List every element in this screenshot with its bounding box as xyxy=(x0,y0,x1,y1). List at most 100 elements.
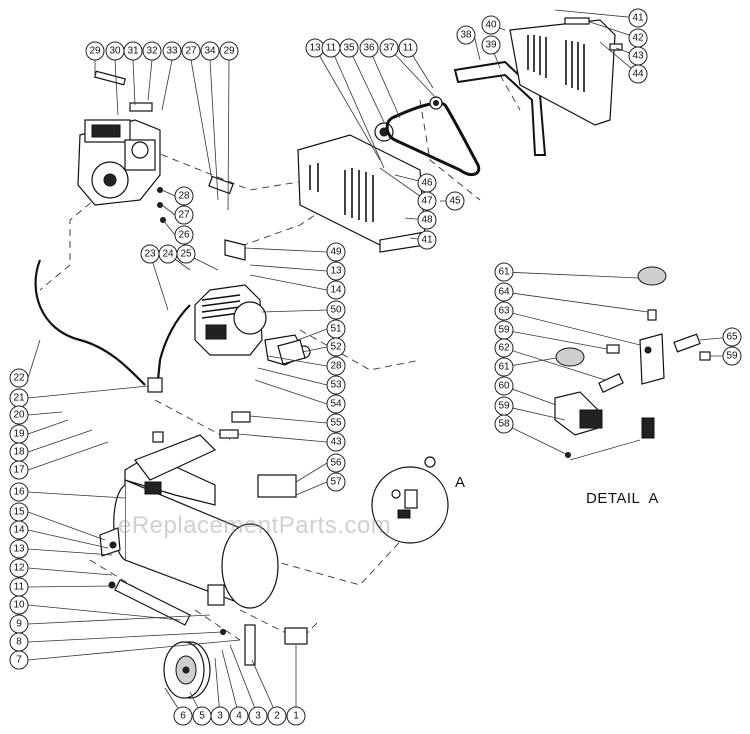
callout-top-left-row: 29 30 31 32 33 27 34 29 xyxy=(85,41,239,61)
callout-37: 37 xyxy=(379,38,399,58)
callout-26: 26 xyxy=(174,225,194,245)
callout-25: 25 xyxy=(176,244,196,264)
engine xyxy=(77,119,161,206)
svg-text:1: 1 xyxy=(293,711,299,722)
callout-13b: 13 xyxy=(9,539,29,559)
callout-52: 52 xyxy=(326,337,346,357)
svg-text:35: 35 xyxy=(343,43,355,54)
callout-41b: 41 xyxy=(417,230,437,250)
callout-3b: 3 xyxy=(248,706,268,726)
svg-text:59: 59 xyxy=(498,401,510,412)
wheel xyxy=(163,624,256,699)
svg-text:51: 51 xyxy=(330,324,342,335)
svg-text:6: 6 xyxy=(180,711,186,722)
svg-text:25: 25 xyxy=(180,249,192,260)
callout-23: 23 xyxy=(140,244,160,264)
svg-text:34: 34 xyxy=(204,46,216,57)
callout-35: 35 xyxy=(339,38,359,58)
callout-59a: 59 xyxy=(494,320,514,340)
svg-text:17: 17 xyxy=(13,465,25,476)
callout-11a: 11 xyxy=(9,577,29,597)
callout-29a: 29 xyxy=(85,41,105,61)
callout-50: 50 xyxy=(326,300,346,320)
callout-8: 8 xyxy=(9,632,29,652)
svg-text:43: 43 xyxy=(632,51,644,62)
callout-47: 47 xyxy=(417,191,437,211)
callout-54: 54 xyxy=(326,394,346,414)
callout-63: 63 xyxy=(494,301,514,321)
callout-40: 40 xyxy=(481,15,501,35)
callout-7: 7 xyxy=(9,650,29,670)
svg-text:13: 13 xyxy=(13,544,25,555)
callout-17: 17 xyxy=(9,460,29,480)
svg-text:3: 3 xyxy=(217,711,223,722)
callout-39: 39 xyxy=(481,35,501,55)
leader-lines xyxy=(27,9,733,717)
svg-text:42: 42 xyxy=(632,33,644,44)
callout-48: 48 xyxy=(417,210,437,230)
svg-text:29: 29 xyxy=(223,46,235,57)
svg-text:40: 40 xyxy=(485,20,497,31)
svg-text:41: 41 xyxy=(421,235,433,246)
callout-28b: 28 xyxy=(326,356,346,376)
svg-text:63: 63 xyxy=(498,306,510,317)
callout-12: 12 xyxy=(9,558,29,578)
callout-33: 33 xyxy=(162,41,182,61)
callout-24: 24 xyxy=(158,244,178,264)
callout-29b: 29 xyxy=(219,41,239,61)
callout-13a: 13 xyxy=(326,261,346,281)
svg-text:37: 37 xyxy=(383,43,395,54)
svg-text:31: 31 xyxy=(127,46,139,57)
drive-belt xyxy=(385,96,481,177)
svg-text:18: 18 xyxy=(13,447,25,458)
svg-text:11: 11 xyxy=(403,43,414,54)
callout-20: 20 xyxy=(9,405,29,425)
svg-text:26: 26 xyxy=(178,230,190,241)
callout-detail-a: 61 64 63 59 62 61 60 59 58 65 59 xyxy=(494,262,742,434)
svg-text:16: 16 xyxy=(13,487,25,498)
assembly-dashed-lines xyxy=(39,74,521,641)
callout-30: 30 xyxy=(105,41,125,61)
callout-14a: 14 xyxy=(326,280,346,300)
svg-text:22: 22 xyxy=(13,373,25,384)
svg-text:30: 30 xyxy=(109,46,121,57)
callout-16: 16 xyxy=(9,482,29,502)
svg-text:62: 62 xyxy=(498,343,510,354)
air-tank xyxy=(99,434,279,626)
callout-27b: 27 xyxy=(174,205,194,225)
small-parts xyxy=(93,70,308,645)
callout-61b: 61 xyxy=(494,357,514,377)
svg-text:13: 13 xyxy=(309,43,321,54)
svg-text:61: 61 xyxy=(498,267,510,278)
svg-text:56: 56 xyxy=(330,458,342,469)
callout-59b: 59 xyxy=(494,396,514,416)
callout-4: 4 xyxy=(229,706,249,726)
svg-text:48: 48 xyxy=(421,215,433,226)
svg-text:27: 27 xyxy=(178,210,190,221)
svg-text:54: 54 xyxy=(330,399,342,410)
detail-a-parts xyxy=(554,266,711,458)
svg-text:41: 41 xyxy=(632,13,644,24)
svg-text:59: 59 xyxy=(498,325,510,336)
svg-text:14: 14 xyxy=(330,285,342,296)
svg-text:14: 14 xyxy=(13,525,25,536)
svg-text:57: 57 xyxy=(330,477,342,488)
callout-65: 65 xyxy=(722,327,742,347)
callout-left-column: 22 21 20 19 18 17 16 15 14 13 12 11 10 9… xyxy=(9,368,29,670)
svg-text:33: 33 xyxy=(166,46,178,57)
callout-57: 57 xyxy=(326,472,346,492)
svg-text:3: 3 xyxy=(255,711,261,722)
svg-text:4: 4 xyxy=(236,711,242,722)
svg-text:59: 59 xyxy=(726,351,738,362)
svg-text:9: 9 xyxy=(16,619,22,630)
callout-41a: 41 xyxy=(628,8,648,28)
callout-10: 10 xyxy=(9,595,29,615)
svg-text:36: 36 xyxy=(363,43,375,54)
detail-a-bubble xyxy=(371,456,449,544)
callout-9: 9 xyxy=(9,614,29,634)
svg-text:27: 27 xyxy=(185,46,197,57)
callout-27a: 27 xyxy=(181,41,201,61)
svg-text:43: 43 xyxy=(330,437,342,448)
callout-62: 62 xyxy=(494,338,514,358)
